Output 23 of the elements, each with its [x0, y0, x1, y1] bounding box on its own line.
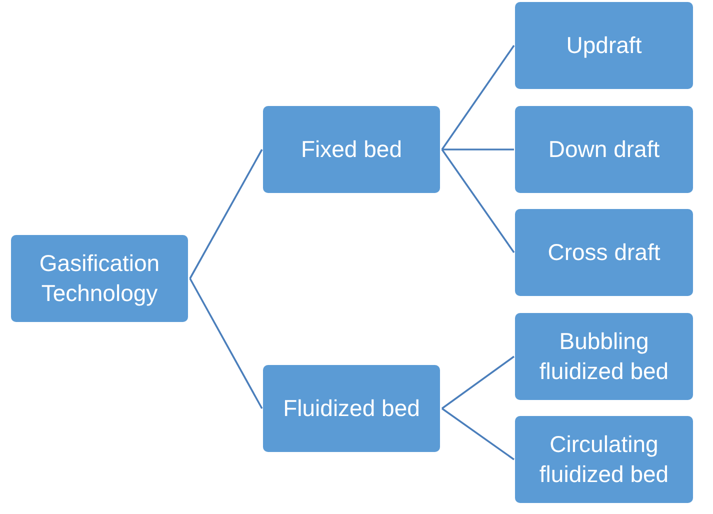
box-label: Circulating fluidized bed [538, 430, 670, 488]
connector-line [441, 148, 515, 254]
box-label: Fixed bed [300, 134, 402, 164]
category-box [263, 365, 440, 452]
box-label: Updraft [566, 30, 642, 60]
connector-line [189, 149, 263, 279]
category-box [515, 209, 693, 296]
category-box [515, 416, 693, 503]
category-box [515, 2, 693, 89]
connector-line [189, 278, 263, 409]
category-box [263, 106, 440, 193]
category-box [515, 106, 693, 193]
box-label: Cross draft [548, 238, 660, 267]
box-label: Down draft [548, 134, 660, 164]
box-label: Fluidized bed [283, 394, 420, 423]
connector-line [442, 148, 514, 150]
connector-line [441, 44, 515, 150]
category-box [515, 313, 693, 400]
box-label: Bubbling fluidized bed [538, 326, 670, 386]
connector-line [441, 356, 515, 410]
box-label: Gasification Technology [38, 248, 161, 308]
connector-line [441, 408, 515, 460]
category-box [11, 235, 188, 322]
